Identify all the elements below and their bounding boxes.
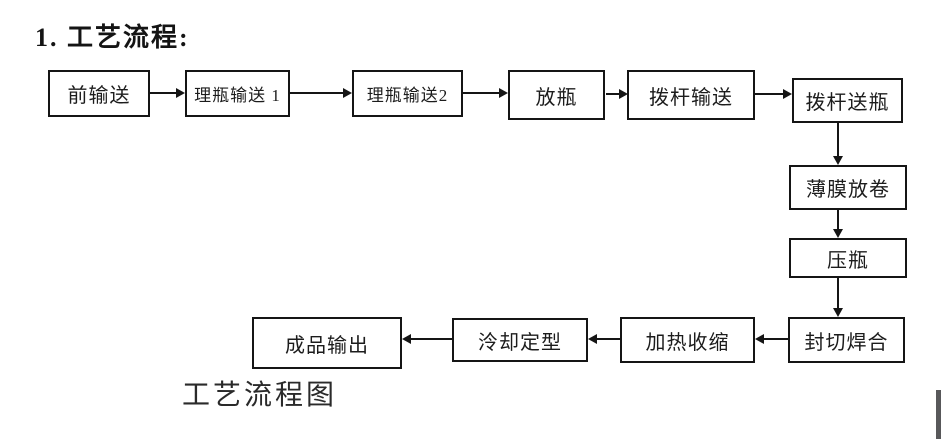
flow-node-label: 拨杆输送: [649, 86, 733, 109]
flow-node-jia-re-shou-suo: 加热收缩: [620, 317, 755, 363]
flow-node-bo-mo-fang-juan: 薄膜放卷: [789, 165, 907, 210]
flow-node-fang-ping: 放瓶: [508, 70, 605, 120]
flow-node-label: 成品输出: [285, 334, 369, 357]
flow-node-label: 理瓶输送2: [366, 86, 449, 105]
flow-node-label: 封切焊合: [804, 331, 889, 354]
flow-node-label: 压瓶: [827, 249, 869, 272]
flow-arrow-right-icon: [463, 88, 508, 98]
flow-arrow-right-icon: [755, 89, 792, 99]
flow-node-feng-qie-han-he: 封切焊合: [788, 317, 905, 363]
flow-node-label: 拨杆送瓶: [805, 92, 890, 114]
flow-node-label: 理瓶输送 1: [194, 86, 281, 105]
flow-node-label: 放瓶: [535, 86, 578, 109]
flow-arrow-right-icon: [606, 89, 628, 99]
flow-arrow-down-icon: [833, 123, 843, 165]
flow-node-bo-gan-shu-song: 拨杆输送: [627, 70, 755, 120]
page-edge-bar: [936, 390, 941, 439]
flow-node-qian-shu-song: 前输送: [48, 70, 150, 117]
flow-node-bo-gan-song-ping: 拨杆送瓶: [792, 78, 903, 123]
flow-node-cheng-pin-shu-chu: 成品输出: [252, 317, 402, 369]
flow-node-label: 泠却定型: [478, 331, 562, 354]
flow-arrow-down-icon: [833, 210, 843, 238]
section-title: 1. 工艺流程:: [35, 23, 190, 52]
flow-node-ya-ping: 压瓶: [789, 238, 907, 278]
flow-node-label: 薄膜放卷: [806, 179, 890, 201]
flow-arrow-left-icon: [588, 334, 620, 344]
flow-node-li-ping-shu-song-2: 理瓶输送2: [352, 70, 463, 117]
diagram-caption: 工艺流程图: [182, 380, 338, 411]
flow-arrow-left-icon: [755, 334, 788, 344]
flow-node-label: 加热收缩: [645, 331, 730, 354]
flow-node-label: 前输送: [67, 85, 131, 107]
flow-arrow-right-icon: [150, 88, 185, 98]
flow-node-li-ping-shu-song-1: 理瓶输送 1: [185, 70, 290, 117]
flow-node-leng-que-ding-xing: 泠却定型: [452, 318, 588, 362]
flow-arrow-left-icon: [402, 334, 452, 344]
flow-arrow-down-icon: [833, 278, 843, 317]
flow-arrow-right-icon: [290, 88, 352, 98]
